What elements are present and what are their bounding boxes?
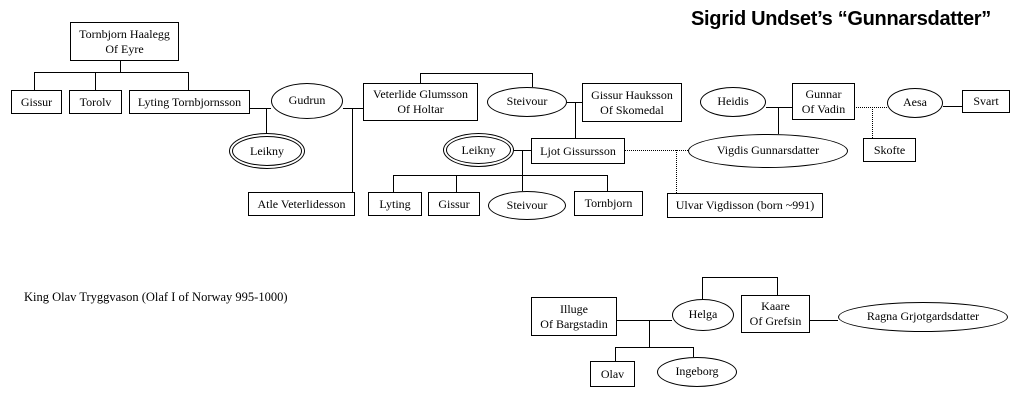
node-ulvar-vigdisson: Ulvar Vigdisson (born ~991) <box>667 193 823 218</box>
line-marriage-kaare-ragna <box>810 320 838 321</box>
line-sibling-drop-helga <box>702 277 703 299</box>
node-label: Lyting Tornbjornsson <box>137 94 242 109</box>
line-sibling-drop-veterlide <box>420 73 421 83</box>
king-olav-note: King Olav Tryggvason (Olaf I of Norway 9… <box>24 290 288 304</box>
node-label: Helga <box>688 307 718 322</box>
line-marriage-aesa-svart <box>943 106 962 107</box>
node-gissur-jr: Gissur <box>428 192 480 216</box>
double-ellipse-inner-ring: Leikny <box>446 136 511 164</box>
node-olav: Olav <box>590 361 635 387</box>
line-drop-ingeborg <box>693 347 694 357</box>
node-lyting-tornbjornsson: Lyting Tornbjornsson <box>129 90 250 114</box>
node-gudrun: Gudrun <box>271 83 343 119</box>
node-label: Ulvar Vigdisson (born ~991) <box>675 198 815 213</box>
node-steivour-sr: Steivour <box>487 87 567 117</box>
line-dotted-drop-ulvar <box>676 150 677 193</box>
node-gissur-sr: Gissur <box>11 90 62 114</box>
line-sibling-drop-kaare <box>777 277 778 295</box>
node-ljot-gissursson: Ljot Gissursson <box>531 138 625 164</box>
node-label: Vigdis Gunnarsdatter <box>716 143 820 158</box>
line-dotted-drop-skofte <box>872 107 873 138</box>
line-eyre-children-bracket <box>34 72 188 73</box>
node-label: Torolv <box>79 94 112 109</box>
node-label: Gissur <box>20 94 53 109</box>
node-label: Leikny <box>250 143 284 158</box>
node-vigdis-gunnarsdatter: Vigdis Gunnarsdatter <box>688 134 848 168</box>
node-label: Heidis <box>717 94 749 109</box>
page-title: Sigrid Undset’s “Gunnarsdatter” <box>690 8 991 30</box>
node-lyting-jr: Lyting <box>368 192 422 216</box>
node-svart: Svart <box>962 90 1010 113</box>
line-drop-atle <box>352 108 353 192</box>
node-tornbjorn-jr: Tornbjorn <box>574 191 643 216</box>
line-marriage-steivour-gissurh <box>567 102 582 103</box>
node-label: Leikny <box>461 142 496 157</box>
line-illuge-children-stem <box>649 320 650 347</box>
node-label: Atle Veterlidesson <box>257 196 346 211</box>
node-aesa: Aesa <box>887 88 943 118</box>
line-drop-vigdis <box>778 107 779 134</box>
line-marriage-lyting-gudrun <box>250 108 271 109</box>
node-label: Ljot Gissursson <box>540 143 616 158</box>
line-drop-torolv <box>95 72 96 90</box>
node-heidis: Heidis <box>700 87 766 117</box>
node-label: Tornbjorn <box>584 196 633 211</box>
node-label: Ragna Grjotgardsdatter <box>866 309 980 324</box>
node-skofte: Skofte <box>863 138 916 162</box>
line-drop-steivour-jr <box>522 175 523 191</box>
line-marriage-gudrun-veterlide <box>343 108 363 109</box>
line-dotted-gunnar-aesa <box>856 107 887 108</box>
line-ljot-children-stem <box>522 150 523 175</box>
line-eyre-stem <box>120 61 121 72</box>
node-label: Steivour <box>506 197 548 212</box>
line-sibling-bracket-veterlide-steivour <box>420 73 532 74</box>
node-label: Gissur <box>438 196 470 211</box>
node-label: Lyting <box>379 196 411 211</box>
node-ingeborg: Ingeborg <box>657 357 737 387</box>
node-ragna-grjotgardsdatter: Ragna Grjotgardsdatter <box>838 302 1008 332</box>
node-leikny-mid: Leikny <box>443 133 514 167</box>
double-ellipse-inner-ring: Leikny <box>232 136 302 166</box>
line-illuge-children-bracket <box>615 347 693 348</box>
line-drop-gissur-jr <box>456 175 457 192</box>
node-leikny-left: Leikny <box>229 133 305 169</box>
line-sibling-drop-steivour <box>532 73 533 87</box>
node-label: Aesa <box>903 95 927 110</box>
node-helga: Helga <box>672 299 734 331</box>
line-drop-lyting-jr <box>393 175 394 192</box>
node-atle-veterlidesson: Atle Veterlidesson <box>248 192 355 216</box>
node-label: Steivour <box>506 94 548 109</box>
line-drop-gissur-sr <box>34 72 35 90</box>
line-drop-tornbjorn-jr <box>607 175 608 191</box>
line-drop-leikny-left <box>266 108 267 133</box>
node-steivour-jr: Steivour <box>488 191 566 220</box>
node-label: Skofte <box>873 142 906 157</box>
line-ljot-children-bracket <box>393 175 607 176</box>
line-drop-lyting <box>188 72 189 90</box>
node-label: Svart <box>973 94 999 109</box>
line-sibling-bracket-helga-kaare <box>702 277 777 278</box>
node-label: Olav <box>600 366 625 381</box>
node-label: Gudrun <box>288 93 326 108</box>
line-marriage-illuge-helga <box>617 320 672 321</box>
node-label: Ingeborg <box>675 364 719 379</box>
line-drop-ljot <box>575 102 576 138</box>
line-dotted-ljot-vigdis <box>625 150 688 151</box>
node-torolv: Torolv <box>69 90 122 114</box>
line-drop-olav <box>615 347 616 361</box>
line-marriage-heidis-gunnar <box>766 107 792 108</box>
